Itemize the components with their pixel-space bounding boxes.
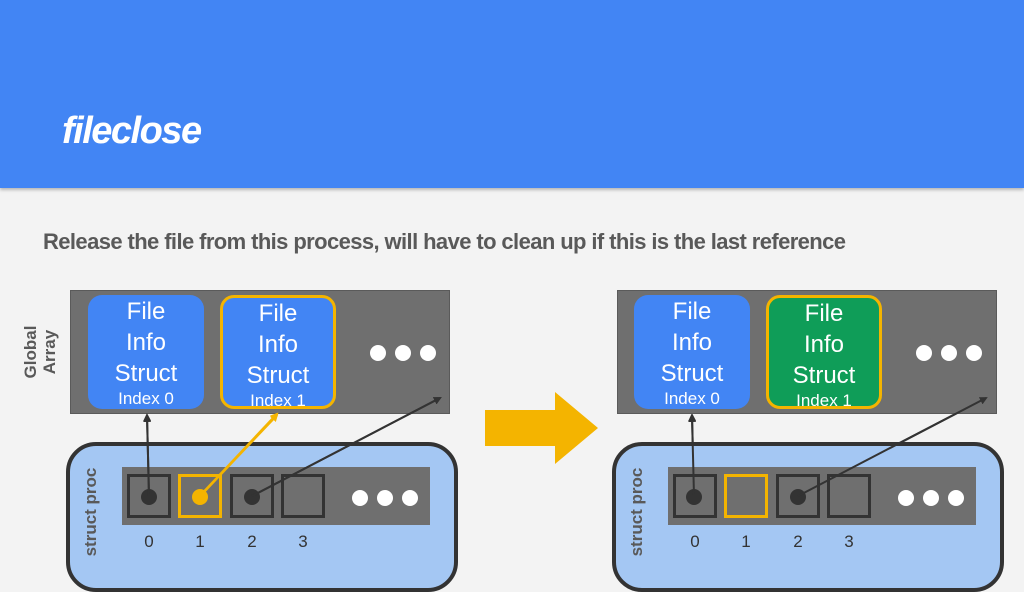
slide-subtitle: Release the file from this process, will… bbox=[43, 229, 846, 254]
card-line: Struct bbox=[246, 362, 310, 389]
dot bbox=[395, 345, 411, 361]
ellipsis-dots-array-after bbox=[916, 345, 982, 361]
fd-slot-before-3 bbox=[281, 474, 325, 518]
slot-number: 3 bbox=[298, 532, 308, 551]
struct-proc-label-after: struct proc bbox=[627, 467, 646, 557]
file-info-struct-before-1: File Info Struct Index 1 bbox=[220, 295, 336, 410]
card-line: Info bbox=[125, 329, 167, 356]
card-line: Info bbox=[671, 329, 713, 356]
card-line: File bbox=[126, 298, 166, 325]
pointer-dot-before-0 bbox=[141, 489, 157, 505]
slide-title: fileclose bbox=[62, 110, 202, 152]
pointer-dot-before-1 bbox=[192, 489, 208, 505]
card-index: Index 1 bbox=[796, 391, 852, 410]
transition-arrow-icon bbox=[485, 392, 598, 464]
slot-number: 3 bbox=[844, 532, 854, 551]
dot bbox=[923, 490, 939, 506]
slide-header: fileclose bbox=[0, 0, 1024, 188]
dot bbox=[402, 490, 418, 506]
card-index: Index 0 bbox=[118, 389, 174, 408]
dot bbox=[420, 345, 436, 361]
card-index: Index 1 bbox=[250, 391, 306, 410]
dot bbox=[948, 490, 964, 506]
card-line: File bbox=[258, 300, 298, 327]
card-line: File bbox=[672, 298, 712, 325]
slot-number: 0 bbox=[144, 532, 154, 551]
ellipsis-dots-fd-before bbox=[352, 490, 418, 506]
card-line: Struct bbox=[792, 362, 856, 389]
dot bbox=[370, 345, 386, 361]
card-line: Info bbox=[803, 331, 845, 358]
slot-number: 1 bbox=[741, 532, 751, 551]
ellipsis-dots-array-before bbox=[370, 345, 436, 361]
dot bbox=[352, 490, 368, 506]
global-array-label-line1: Global bbox=[21, 325, 40, 379]
fd-slot-after-3 bbox=[827, 474, 871, 518]
card-index: Index 0 bbox=[664, 389, 720, 408]
card-line: Struct bbox=[660, 360, 724, 387]
card-line: Info bbox=[257, 331, 299, 358]
dot bbox=[916, 345, 932, 361]
fd-slot-after-1 bbox=[724, 474, 768, 518]
card-line: Struct bbox=[114, 360, 178, 387]
slot-number: 2 bbox=[247, 532, 257, 551]
file-info-struct-after-1: File Info Struct Index 1 bbox=[766, 295, 882, 410]
file-info-struct-before-0: File Info Struct Index 0 bbox=[88, 295, 204, 409]
slot-number: 1 bbox=[195, 532, 205, 551]
struct-proc-label-before: struct proc bbox=[81, 467, 100, 557]
pointer-dot-before-2 bbox=[244, 489, 260, 505]
dot bbox=[377, 490, 393, 506]
global-array-label-line2: Array bbox=[40, 329, 59, 375]
global-array-label: Global Array bbox=[21, 317, 59, 387]
dot bbox=[898, 490, 914, 506]
card-line: File bbox=[804, 300, 844, 327]
ellipsis-dots-fd-after bbox=[898, 490, 964, 506]
pointer-dot-after-2 bbox=[790, 489, 806, 505]
slot-number: 0 bbox=[690, 532, 700, 551]
dot bbox=[941, 345, 957, 361]
dot bbox=[966, 345, 982, 361]
file-info-struct-after-0: File Info Struct Index 0 bbox=[634, 295, 750, 409]
slot-number: 2 bbox=[793, 532, 803, 551]
pointer-dot-after-0 bbox=[686, 489, 702, 505]
